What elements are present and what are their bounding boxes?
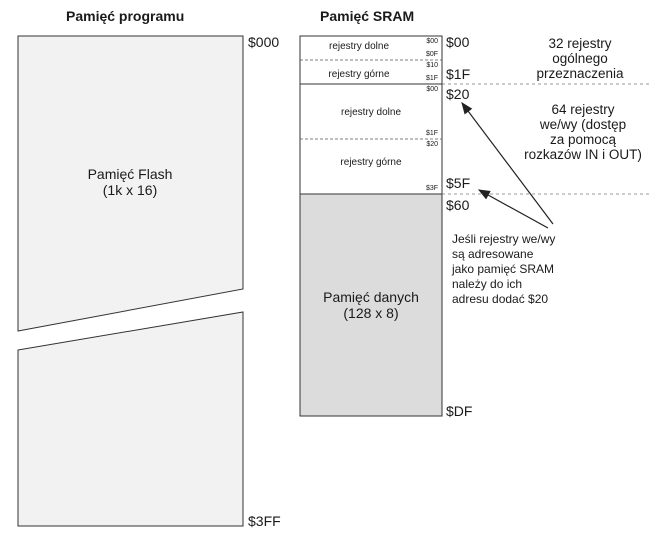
gp-upper-label: rejestry górne bbox=[328, 69, 390, 80]
offset-note-line: są adresowane bbox=[452, 247, 534, 261]
arrow-to-20 bbox=[461, 102, 554, 225]
io-registers-note: 64 rejestry we/wy (dostęp za pomocą rozk… bbox=[508, 102, 658, 162]
small-addr-00-io: $00 bbox=[426, 86, 438, 93]
io-note-line: 64 rejestry bbox=[551, 102, 615, 117]
sram-data-block bbox=[299, 193, 443, 417]
program-addr-top: $000 bbox=[248, 34, 280, 50]
data-memory-label: Pamięć danych (128 x 8) bbox=[300, 289, 442, 321]
gp-note-line: 32 rejestry bbox=[548, 36, 612, 51]
sram-addr-5f: $5F bbox=[446, 175, 471, 191]
gp-note-line: przeznaczenia bbox=[536, 66, 624, 81]
small-addr-1f-gp: $1F bbox=[425, 75, 438, 82]
small-addr-0f-gp: $0F bbox=[425, 51, 438, 58]
sram-addr-1f: $1F bbox=[446, 66, 471, 82]
flash-upper-block bbox=[17, 35, 244, 332]
sram-addr-60: $60 bbox=[446, 197, 470, 213]
small-addr-00-gp: $00 bbox=[426, 38, 438, 45]
io-note-line: we/wy (dostęp bbox=[539, 117, 627, 132]
flash-label-line2: (1k x 16) bbox=[102, 182, 158, 198]
small-addr-1f-io: $1F bbox=[425, 130, 438, 137]
sram-addr-20: $20 bbox=[446, 86, 470, 102]
offset-note: Jeśli rejestry we/wy są adresowane jako … bbox=[452, 232, 592, 307]
program-memory-title: Pamięć programu bbox=[66, 8, 185, 24]
flash-label-line1: Pamięć Flash bbox=[87, 166, 173, 182]
sram-title: Pamięć SRAM bbox=[320, 8, 415, 24]
data-memory-line2: (128 x 8) bbox=[343, 305, 399, 321]
gp-note-line: ogólnego bbox=[552, 51, 608, 66]
offset-note-line: jako pamięć SRAM bbox=[452, 262, 555, 276]
small-addr-20-io: $20 bbox=[426, 141, 438, 148]
flash-lower-block bbox=[17, 311, 244, 527]
io-upper-label: rejestry górne bbox=[340, 157, 402, 168]
arrow-to-5f bbox=[477, 189, 549, 229]
data-memory-line1: Pamięć danych bbox=[323, 289, 419, 305]
sram-addr-00: $00 bbox=[446, 34, 470, 50]
offset-note-line: należy do ich bbox=[452, 277, 523, 291]
offset-note-line: Jeśli rejestry we/wy bbox=[452, 232, 556, 246]
small-addr-10-gp: $10 bbox=[426, 62, 438, 69]
io-note-line: rozkazów IN i OUT) bbox=[524, 147, 642, 162]
sram-addr-df: $DF bbox=[446, 403, 473, 419]
io-lower-label: rejestry dolne bbox=[340, 107, 402, 118]
program-addr-bottom: $3FF bbox=[248, 513, 281, 529]
small-addr-3f-io: $3F bbox=[425, 185, 438, 192]
gp-lower-label: rejestry dolne bbox=[328, 41, 390, 52]
gp-registers-note: 32 rejestry ogólnego przeznaczenia bbox=[520, 36, 640, 81]
offset-note-line: adresu dodać $20 bbox=[452, 292, 549, 306]
io-note-line: za pomocą bbox=[549, 132, 617, 147]
flash-label: Pamięć Flash (1k x 16) bbox=[60, 166, 200, 198]
